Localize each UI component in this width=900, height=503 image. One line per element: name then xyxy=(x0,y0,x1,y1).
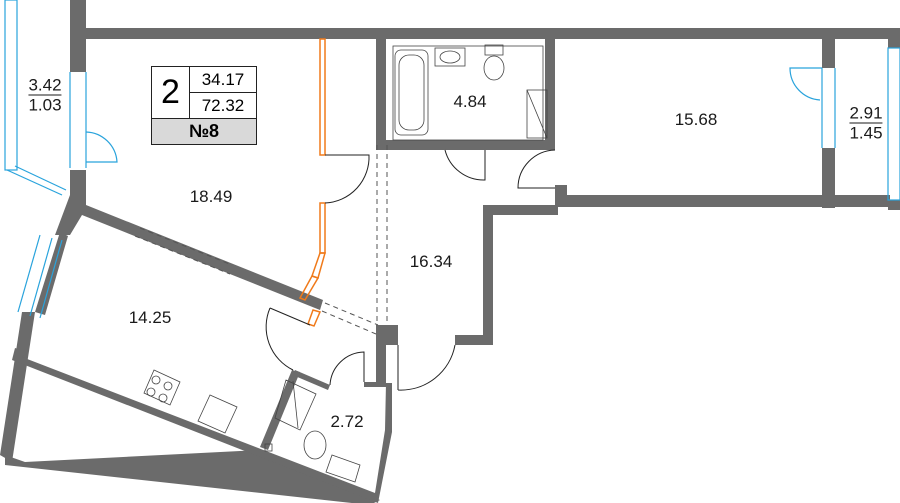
apartment-badge: 2 34.17 72.32 №8 xyxy=(151,66,257,145)
room-area-living: 18.49 xyxy=(189,187,233,206)
room-area-hall: 16.34 xyxy=(409,252,453,271)
fixtures xyxy=(143,44,548,483)
apartment-number: №8 xyxy=(152,119,256,144)
balcony-left-area: 3.42 1.03 xyxy=(28,75,62,115)
balcony-right-area: 2.91 1.45 xyxy=(849,103,883,143)
room-area-kitchen: 14.25 xyxy=(128,308,172,327)
balcony-right-reduced: 1.45 xyxy=(849,123,883,143)
balcony-right-total: 2.91 xyxy=(849,103,883,124)
living-area: 34.17 xyxy=(190,67,256,93)
room-area-bathroom: 4.84 xyxy=(453,92,487,111)
balcony-left-reduced: 1.03 xyxy=(28,95,62,115)
rooms-count: 2 xyxy=(152,67,190,118)
balcony-left-total: 3.42 xyxy=(28,75,62,96)
partitions xyxy=(298,38,326,327)
room-area-toilet: 2.72 xyxy=(330,412,364,431)
room-area-bedroom: 15.68 xyxy=(674,110,718,129)
windows xyxy=(4,0,900,319)
doors xyxy=(265,149,556,391)
total-area: 72.32 xyxy=(201,95,245,115)
dashed-openings xyxy=(134,145,388,335)
